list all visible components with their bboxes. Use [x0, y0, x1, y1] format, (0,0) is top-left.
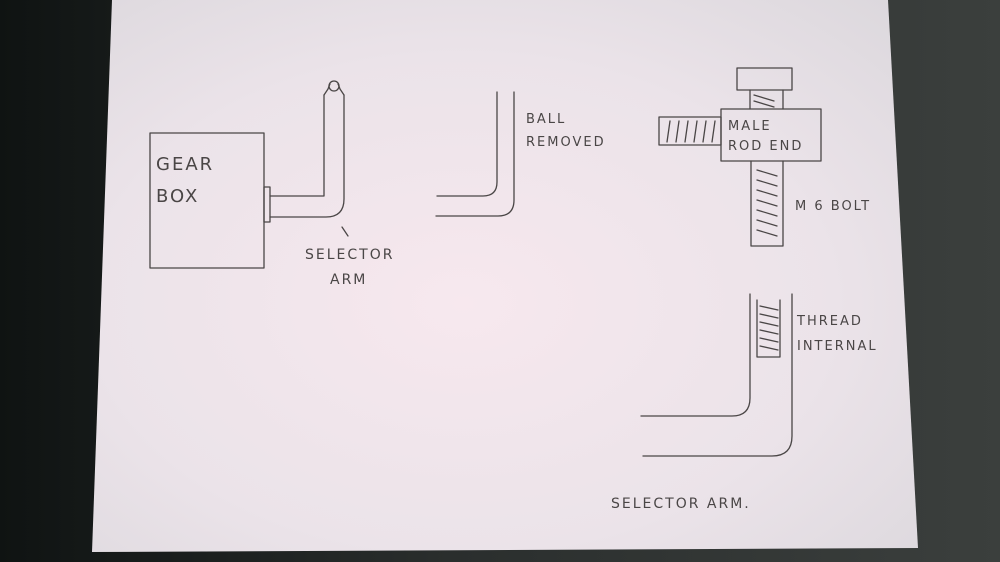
bolt-shank-upper	[749, 89, 784, 110]
selector-arm-bottom-label: SELECTOR ARM.	[611, 496, 751, 512]
thread-label-line2: INTERNAL	[797, 339, 878, 354]
selector-arm-label-line2: ARM	[330, 272, 367, 288]
internal-thread-bore	[756, 299, 781, 358]
ball-removed-label-line1: BALL	[526, 112, 566, 127]
ball-removed-label-line2: REMOVED	[526, 135, 606, 150]
gear-box-label-line1: GEAR	[156, 154, 214, 175]
paper-sheet	[92, 0, 918, 552]
threaded-arm-shape	[640, 293, 793, 457]
selector-arm-ball-knob	[328, 80, 340, 92]
rod-end-eye-block	[720, 108, 822, 162]
internal-thread-lines	[759, 305, 779, 351]
bolt-threads	[756, 169, 778, 237]
selector-arm-shape	[269, 94, 345, 218]
bolt-head	[736, 67, 793, 91]
bolt-label: M 6 BOLT	[795, 199, 871, 214]
rod-end-label-line2: ROD END	[728, 139, 803, 154]
rod-end-hatch	[666, 120, 716, 143]
selector-arm-leader	[341, 226, 349, 237]
gear-box-label-line2: BOX	[156, 186, 199, 207]
gear-box-stub	[263, 186, 271, 223]
selector-arm-label-line1: SELECTOR	[305, 247, 394, 263]
bolt-shank-lower	[750, 160, 784, 247]
ball-removed-arm-shape	[435, 91, 515, 217]
rod-end-label-line1: MALE	[728, 119, 772, 134]
thread-label-line1: THREAD	[796, 314, 863, 329]
